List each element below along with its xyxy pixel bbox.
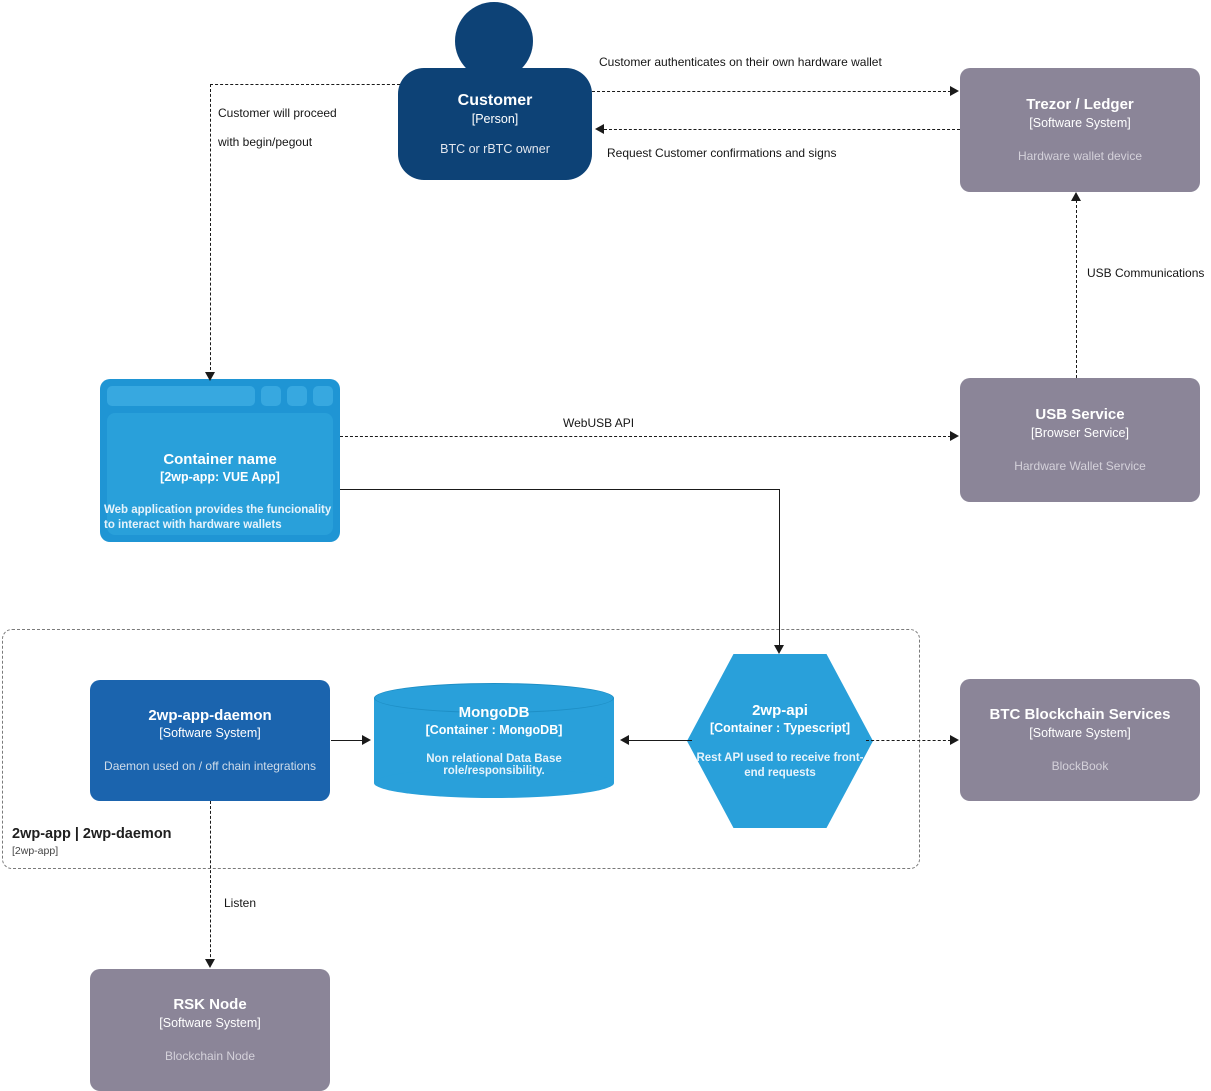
node-2wp-api[interactable]: 2wp-api [Container : Typescript] Rest AP…: [687, 654, 873, 828]
browser-minimize-button[interactable]: [261, 386, 281, 406]
edge-customer-to-app-horizontal: [210, 84, 400, 85]
browser-titlebar: [107, 386, 333, 406]
edge-app-to-api-vertical: [779, 489, 780, 647]
edge-api-to-btc-services: [866, 740, 951, 741]
edge-label-webusb-api: WebUSB API: [563, 416, 635, 430]
boundary-name: 2wp-app | 2wp-daemon: [12, 826, 172, 842]
node-mongodb[interactable]: MongoDB [Container : MongoDB] Non relati…: [374, 683, 614, 798]
edge-label-customer-to-app-line1: Customer will proceed: [218, 106, 337, 120]
edge-label-listen: Listen: [224, 896, 257, 910]
trezor-ledger-title: Trezor / Ledger: [1026, 96, 1134, 114]
boundary-2wp-app: [2, 629, 920, 869]
person-head-shape: [455, 2, 533, 80]
edge-daemon-to-mongodb: [331, 740, 364, 741]
node-trezor-ledger[interactable]: Trezor / Ledger [Software System] Hardwa…: [960, 68, 1200, 192]
arrowhead-api-to-mongodb: [620, 735, 629, 745]
trezor-ledger-tech: [Software System]: [1029, 115, 1131, 130]
arrowhead-daemon-to-mongodb: [362, 735, 371, 745]
arrowhead-usb-service-to-hardware-wallet: [1071, 192, 1081, 201]
api-tech: [Container : Typescript]: [709, 720, 851, 735]
edge-hardware-wallet-to-customer: [604, 129, 960, 130]
api-desc: Rest API used to receive front-end reque…: [696, 751, 864, 779]
btc-services-desc: BlockBook: [1051, 758, 1109, 773]
api-title: 2wp-api: [752, 701, 808, 719]
arrowhead-api-to-btc-services: [950, 735, 959, 745]
hexagon-shape: [687, 654, 873, 828]
customer-tech: [Person]: [471, 112, 519, 126]
arrowhead-app-to-usb-service: [950, 431, 959, 441]
browser-content: Container name [2wp-app: VUE App] Web ap…: [104, 413, 333, 535]
cylinder-bottom-shape: [374, 768, 614, 798]
browser-maximize-button[interactable]: [287, 386, 307, 406]
edge-label-usb-communications: USB Communications: [1087, 266, 1205, 280]
usb-service-tech: [Browser Service]: [1031, 425, 1129, 440]
arrowhead-hardware-wallet-to-customer: [595, 124, 604, 134]
rsk-node-desc: Blockchain Node: [164, 1048, 256, 1063]
btc-services-tech: [Software System]: [1029, 725, 1131, 740]
rsk-node-title: RSK Node: [173, 996, 247, 1014]
arrowhead-customer-to-app: [205, 372, 215, 381]
mongodb-desc: Non relational Data Base role/responsibi…: [426, 753, 562, 777]
browser-close-button[interactable]: [313, 386, 333, 406]
node-2wp-app-daemon[interactable]: 2wp-app-daemon [Software System] Daemon …: [90, 680, 330, 801]
daemon-desc: Daemon used on / off chain integrations: [104, 759, 316, 774]
mongodb-title: MongoDB: [458, 704, 530, 721]
boundary-label: 2wp-app | 2wp-daemon [2wp-app]: [12, 826, 272, 857]
vue-app-tech: [2wp-app: VUE App]: [160, 470, 280, 484]
trezor-ledger-desc: Hardware wallet device: [1017, 148, 1143, 163]
node-usb-service[interactable]: USB Service [Browser Service] Hardware W…: [960, 378, 1200, 502]
daemon-title: 2wp-app-daemon: [148, 706, 272, 724]
arrowhead-daemon-to-rsk-node: [205, 959, 215, 968]
edge-app-to-api-horizontal: [340, 489, 780, 490]
boundary-tech: [2wp-app]: [12, 845, 59, 857]
edge-api-to-mongodb: [629, 740, 692, 741]
browser-address-bar[interactable]: [107, 386, 255, 406]
edge-daemon-to-rsk-node: [210, 801, 211, 962]
usb-service-title: USB Service: [1035, 406, 1125, 424]
mongodb-tech: [Container : MongoDB]: [425, 723, 563, 737]
cylinder-top-shape: [374, 683, 614, 713]
node-btc-blockchain-services[interactable]: BTC Blockchain Services [Software System…: [960, 679, 1200, 801]
node-rsk-node[interactable]: RSK Node [Software System] Blockchain No…: [90, 969, 330, 1091]
usb-service-desc: Hardware Wallet Service: [1014, 458, 1146, 473]
arrowhead-customer-to-hardware-wallet: [950, 86, 959, 96]
daemon-tech: [Software System]: [159, 726, 261, 741]
arrowhead-app-to-api: [774, 645, 784, 654]
edge-label-customer-to-app-line2: with begin/pegout: [218, 135, 313, 149]
edge-app-to-usb-service: [340, 436, 951, 437]
edge-usb-service-to-hardware-wallet: [1076, 200, 1077, 378]
customer-desc: BTC or rBTC owner: [440, 142, 550, 156]
customer-title: Customer: [457, 92, 533, 109]
person-body-shape: [398, 68, 592, 180]
rsk-node-tech: [Software System]: [159, 1015, 261, 1030]
vue-app-desc: Web application provides the funcionalit…: [104, 504, 332, 531]
edge-customer-to-app-vertical: [210, 84, 211, 375]
node-vue-app[interactable]: Container name [2wp-app: VUE App] Web ap…: [100, 379, 340, 542]
vue-app-title: Container name: [163, 451, 277, 468]
edge-label-hw-to-customer: Request Customer confirmations and signs: [607, 146, 837, 160]
edge-customer-to-hardware-wallet: [592, 91, 951, 92]
edge-label-customer-to-hw: Customer authenticates on their own hard…: [599, 55, 882, 69]
btc-services-title: BTC Blockchain Services: [989, 706, 1171, 724]
